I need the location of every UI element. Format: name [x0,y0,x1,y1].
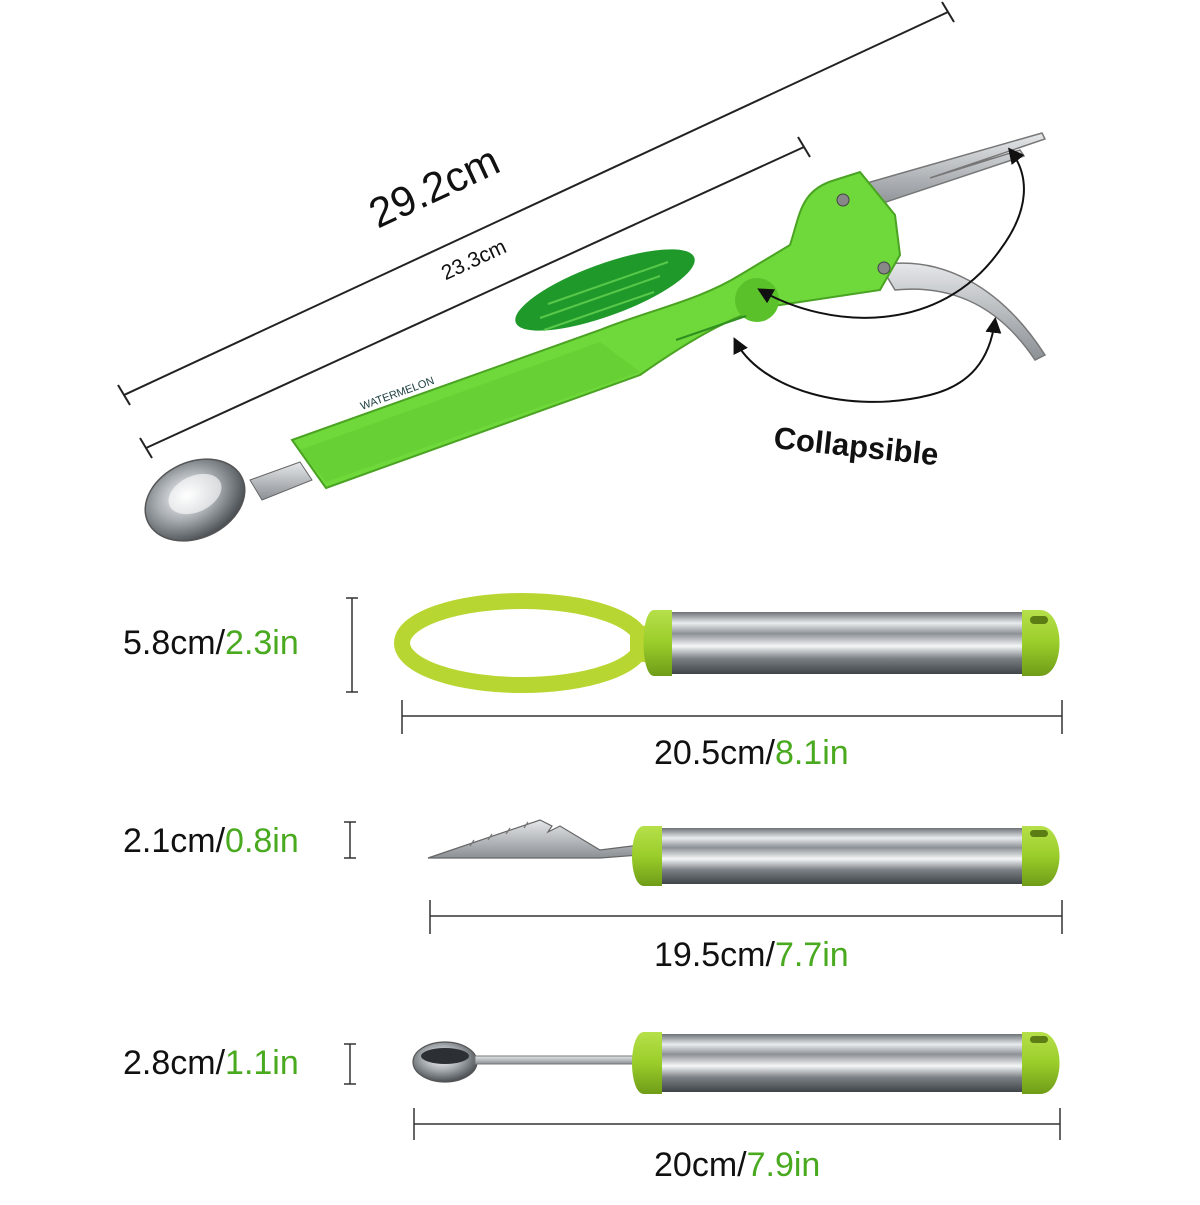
fork-blade [859,132,1047,209]
rivet [877,261,891,275]
length-in-1: 8.1in [774,734,849,772]
melon-baller-tool [412,1032,1060,1094]
length-dimension-3 [413,1108,1061,1140]
length-dimension-2 [429,900,1063,934]
height-in-2: 0.8in [225,822,299,860]
steel-shaft [650,828,1032,884]
end-cap [643,610,672,676]
length-cm-2: 19.5cm/ [654,936,775,974]
length-cm-1: 20.5cm/ [654,734,775,772]
steel-shaft [660,612,1032,674]
end-cap [632,826,662,886]
end-cap [1022,826,1060,886]
length-label-3: 20cm/7.9in [654,1146,820,1185]
height-in-1: 2.3in [225,624,299,662]
end-cap [1022,1032,1060,1094]
height-label-2: 2.1cm/0.8in [123,822,299,861]
collapsible-arrows [733,147,1025,403]
height-in-3: 1.1in [225,1044,299,1082]
hinge-recess [735,278,779,322]
height-cm-3: 2.8cm/ [123,1044,226,1082]
length-cm-3: 20cm/ [654,1146,747,1184]
green-handle [290,170,902,490]
length-label-2: 19.5cm/7.7in [654,936,849,975]
height-bracket-2 [344,821,356,859]
height-label-3: 2.8cm/1.1in [123,1044,299,1083]
height-label-1: 5.8cm/2.3in [123,624,299,663]
height-cm-1: 5.8cm/ [123,624,226,662]
end-cap [1022,610,1060,676]
length-label-1: 20.5cm/8.1in [654,734,849,773]
total-length-dimension [117,1,955,406]
ring-peeler-tool [394,593,1060,693]
height-bracket-1 [346,597,358,693]
height-bracket-3 [344,1043,356,1085]
steel-shaft [650,1034,1032,1092]
melon-baller-scoop [144,458,313,542]
length-in-3: 7.9in [746,1146,821,1184]
height-cm-2: 2.1cm/ [123,822,226,860]
rivet [836,193,850,207]
curved-blade [878,262,1047,361]
carving-knife-tool [427,819,1060,886]
end-cap [632,1032,662,1094]
length-in-2: 7.7in [774,936,849,974]
length-dimension-1 [401,700,1063,734]
